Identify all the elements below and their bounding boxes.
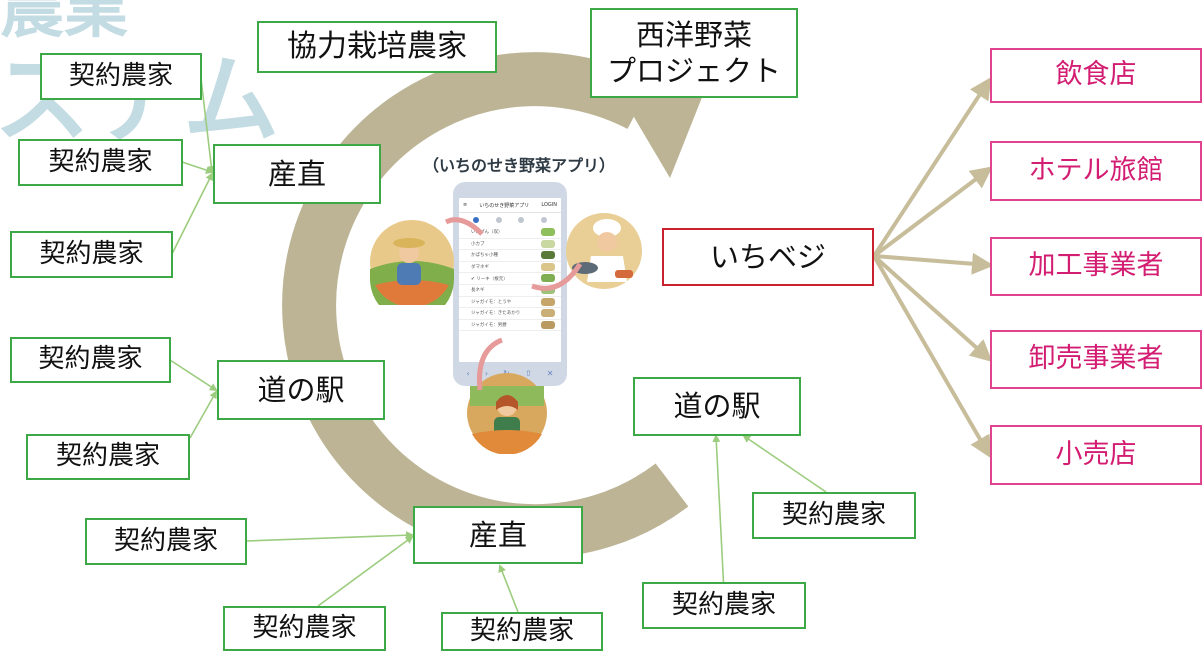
vegetable-thumbnail-icon	[541, 262, 555, 271]
box-michinoeki-right: 道の駅	[633, 377, 801, 436]
arrow-to-restaurant	[872, 76, 992, 258]
vegetable-list-item: ダマネギ	[459, 262, 561, 274]
box-michinoeki-left: 道の駅	[217, 360, 385, 420]
box-hotel-ryokan: ホテル旅館	[990, 141, 1202, 201]
box-contract-farmer-8: 契約農家	[441, 612, 603, 651]
link-cf1-sanchoku	[199, 69, 216, 174]
step-indicator	[459, 213, 561, 227]
box-retailer: 小売店	[990, 425, 1202, 485]
link-cf7-sanchoku	[317, 535, 414, 607]
box-contract-farmer-7: 契約農家	[223, 606, 386, 651]
vegetable-item-label: 小カブ	[471, 241, 485, 247]
background-text-line-1: 農業	[0, 0, 128, 47]
link-cf9-michinoeki	[712, 434, 725, 593]
box-sanchoku-bottom: 産直	[413, 506, 583, 564]
vegetable-item-label: ✔ リーキ（根元）	[471, 276, 508, 282]
vegetable-list-item: 小カブ	[459, 239, 561, 251]
box-wholesaler: 卸売事業者	[990, 330, 1202, 389]
box-contract-farmer-5: 契約農家	[26, 434, 190, 480]
vegetable-list-item: かぼちゃ小種	[459, 250, 561, 262]
vegetable-item-label: かぼちゃ小種	[471, 253, 498, 259]
box-contract-farmer-4: 契約農家	[10, 337, 171, 383]
step-dot	[495, 217, 502, 223]
box-contract-farmer-2: 契約農家	[18, 139, 183, 186]
box-contract-farmer-6: 契約農家	[85, 518, 247, 565]
arrow-to-retailer	[872, 254, 992, 459]
phone-browser-bar: ‹ › ↻ ⇧ ✕	[459, 366, 561, 380]
forward-icon: ›	[484, 368, 489, 378]
vegetable-thumbnail-icon	[541, 251, 555, 260]
close-icon: ✕	[546, 368, 554, 378]
vegetable-list-item: ジャガイモ：きたあかり	[459, 308, 561, 320]
menu-icon: ≡	[463, 202, 468, 208]
link-cf5-michinoeki	[189, 390, 217, 439]
app-header-action: LOGIN	[541, 202, 557, 208]
app-link-arrows	[444, 217, 583, 391]
arrow-to-processor	[873, 252, 994, 275]
vegetable-list-item: ジャガイモ：とうや	[459, 297, 561, 309]
vegetable-item-label: ジャガイモ：男爵	[471, 323, 507, 329]
phone-screen: ≡ いちのせき野菜アプリ LOGIN いんげん（収） 小カブ かぼちゃ小種 ダマ…	[459, 198, 561, 362]
box-contract-farmer-1: 契約農家	[40, 53, 202, 100]
box-restaurant: 飲食店	[990, 48, 1202, 103]
back-icon: ‹	[466, 368, 470, 378]
app-header: ≡ いちのせき野菜アプリ LOGIN	[459, 198, 561, 213]
vegetable-thumbnail-icon	[541, 274, 555, 283]
vegetable-thumbnail-icon	[541, 239, 555, 248]
arrow-to-hotel	[872, 166, 993, 258]
link-cf4-michinoeki	[169, 359, 218, 392]
vegetable-list-item: ✔ リーキ（根元）	[459, 273, 561, 285]
vegetable-list-item: いんげん（収）	[459, 227, 561, 239]
farmer-illustration-icon	[370, 220, 454, 305]
shopper-illustration-icon	[467, 373, 547, 454]
arrow-to-wholesaler	[872, 254, 993, 363]
box-sanchoku-top: 産直	[213, 144, 381, 204]
chef-illustration-icon	[566, 213, 642, 289]
vegetable-thumbnail-icon	[541, 320, 555, 329]
link-cf8-sanchoku	[498, 564, 519, 613]
app-header-title: いちのせき野菜アプリ	[479, 202, 530, 209]
box-food-processor: 加工事業者	[990, 237, 1202, 296]
box-contract-farmer-3: 契約農家	[10, 231, 173, 278]
link-cf2-sanchoku	[181, 161, 214, 174]
vegetable-item-label: ジャガイモ：とうや	[471, 299, 512, 305]
box-ichiveji: いちベジ	[662, 228, 874, 286]
step-dot	[540, 217, 547, 223]
smartphone-mockup: ≡ いちのせき野菜アプリ LOGIN いんげん（収） 小カブ かぼちゃ小種 ダマ…	[453, 182, 567, 386]
link-cf6-sanchoku	[245, 531, 414, 542]
vegetable-item-label: 長ネギ	[471, 288, 485, 294]
step-dot	[518, 217, 525, 223]
vegetable-list-item: ジャガイモ：男爵	[459, 320, 561, 332]
link-cf10-michinoeki	[742, 434, 827, 493]
box-western-vegetable-project: 西洋野菜 プロジェクト	[590, 8, 798, 98]
reload-icon: ↻	[503, 368, 510, 378]
vegetable-thumbnail-icon	[541, 297, 555, 306]
step-dot	[473, 217, 480, 223]
box-contract-farmer-9: 契約農家	[642, 582, 806, 629]
vegetable-thumbnail-icon	[541, 309, 555, 318]
box-contract-farmer-10: 契約農家	[752, 492, 916, 539]
box-cooperative-farmers: 協力栽培農家	[257, 21, 497, 73]
vegetable-item-label: ジャガイモ：きたあかり	[471, 311, 521, 317]
app-caption: （いちのせき野菜アプリ）	[422, 156, 615, 175]
vegetable-thumbnail-icon	[541, 228, 555, 236]
link-cf3-sanchoku	[171, 172, 213, 255]
vegetable-item-label: ダマネギ	[471, 265, 489, 271]
vegetable-item-label: いんげん（収）	[471, 230, 503, 236]
share-icon: ⇧	[524, 368, 532, 378]
